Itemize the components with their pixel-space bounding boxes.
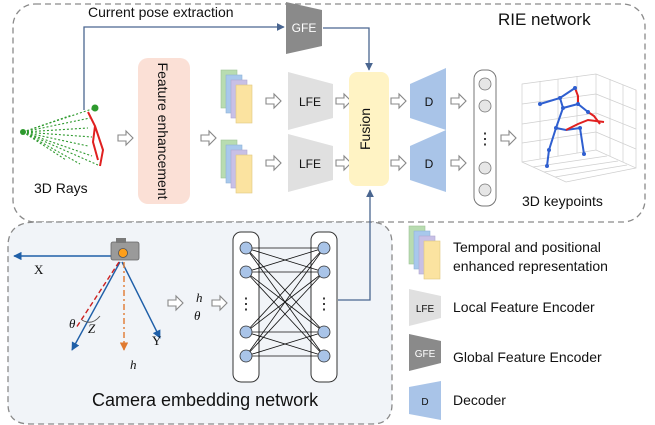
camera-coordinate-illustration: [13, 238, 161, 351]
mlp-dots-right: ⋮: [316, 296, 332, 313]
axis-x-label: X: [34, 262, 44, 277]
output-vector-dots: ⋮: [477, 131, 493, 148]
fusion-box: [349, 72, 389, 186]
rays-illustration: [20, 104, 105, 167]
height-label: h: [130, 357, 137, 372]
legend: Temporal and positional enhanced represe…: [408, 225, 608, 420]
legend-lfe-desc: Local Feature Encoder: [453, 299, 595, 315]
decoder-top: [410, 68, 446, 130]
axis-y-label: Y: [152, 333, 162, 348]
mlp-network: [232, 231, 338, 383]
axis-z-label: Z: [88, 321, 96, 336]
lfe-encoder-bottom-label: LFE: [299, 157, 321, 171]
legend-feature-stack-icon: [408, 225, 441, 280]
legend-temporal-line2: enhanced representation: [453, 258, 608, 274]
gfe-encoder: [286, 2, 322, 54]
pose-extraction-connector: [83, 23, 285, 110]
feature-enhancement-label: Feature enhancement: [155, 63, 171, 200]
decoder-bottom-label: D: [425, 157, 434, 171]
keypoints-label: 3D keypoints: [522, 193, 603, 209]
legend-decoder-desc: Decoder: [453, 392, 506, 408]
lfe-encoder-top: [288, 72, 333, 130]
legend-decoder-short: D: [421, 397, 428, 408]
camera-embedding-title: Camera embedding network: [92, 390, 319, 410]
decoder-bottom: [410, 130, 446, 192]
rays-label: 3D Rays: [34, 180, 88, 196]
decoder-top-label: D: [425, 95, 434, 109]
legend-lfe-icon: [409, 289, 441, 326]
legend-decoder-icon: [409, 381, 441, 420]
legend-gfe-desc: Global Feature Encoder: [453, 349, 602, 365]
legend-temporal-line1: Temporal and positional: [453, 239, 601, 255]
gfe-encoder-label: GFE: [292, 21, 317, 35]
keypoints-plot: [521, 73, 637, 183]
feature-enhancement-box: [138, 58, 190, 204]
input-h-label: h: [196, 290, 203, 305]
gfe-to-fusion-connector: [323, 27, 373, 71]
camera-embedding-region: [7, 221, 393, 425]
legend-gfe-icon: [409, 334, 441, 371]
mlp-dots-left: ⋮: [238, 296, 254, 313]
current-pose-extraction-label: Current pose extraction: [88, 4, 234, 20]
theta-label: θ: [69, 316, 76, 331]
legend-lfe-short: LFE: [416, 304, 435, 315]
mlp-to-fusion-connector: [338, 189, 374, 301]
output-vector: [473, 69, 497, 207]
lfe-encoder-bottom: [288, 134, 333, 192]
input-theta-label: θ: [194, 308, 201, 323]
legend-gfe-short: GFE: [415, 349, 436, 360]
fusion-label: Fusion: [357, 108, 373, 150]
rie-network-title: RIE network: [498, 10, 591, 29]
lfe-encoder-top-label: LFE: [299, 95, 321, 109]
